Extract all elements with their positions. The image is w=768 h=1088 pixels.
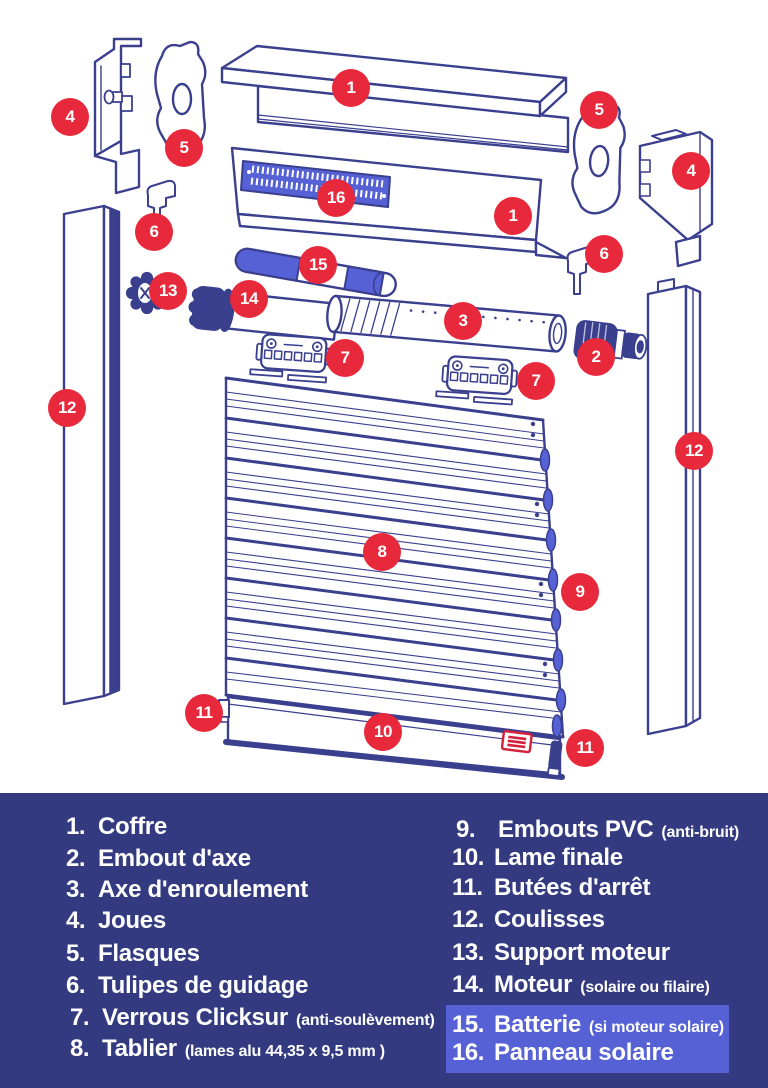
legend-label: Butées d'arrêt xyxy=(494,874,651,901)
legend-note: (si moteur solaire) xyxy=(588,1019,724,1036)
legend-label: Joues xyxy=(98,907,166,934)
tablier xyxy=(224,376,567,739)
verrou-left xyxy=(249,333,332,384)
part-badge-11b: 11 xyxy=(566,729,604,767)
legend-item-1: 1. Coffre xyxy=(66,813,175,841)
part-badge-8: 8 xyxy=(363,533,401,571)
legend-label: Coulisses xyxy=(494,906,605,933)
legend-num: 11. xyxy=(452,874,483,901)
part-badge-4b: 4 xyxy=(672,152,710,190)
part-joue-left xyxy=(93,37,143,195)
legend-item-6: 6. Tulipes de guidage xyxy=(66,972,316,1000)
verrou-right xyxy=(435,355,518,406)
part-badge-6b: 6 xyxy=(585,235,623,273)
legend-label: Support moteur xyxy=(494,939,670,966)
legend-num: 12. xyxy=(452,906,484,933)
part-badge-2: 2 xyxy=(577,338,615,376)
legend-num: 13. xyxy=(452,939,484,966)
exploded-diagram xyxy=(62,37,714,780)
legend-note: (anti-soulèvement) xyxy=(295,1012,435,1029)
legend-panel: 1. Coffre 2. Embout d'axe 3. Axe d'enrou… xyxy=(0,793,768,1088)
legend-label: Embouts PVC xyxy=(498,816,654,843)
legend-num: 3. xyxy=(66,876,86,903)
legend-item-8: 8. Tablier (lames alu 44,35 x 9,5 mm ) xyxy=(70,1035,385,1063)
legend-label: Lame finale xyxy=(494,844,623,871)
legend-item-13: 13. Support moteur xyxy=(452,939,678,967)
legend-item-7: 7. Verrous Clicksur (anti-soulèvement) xyxy=(70,1004,435,1032)
legend-num: 14. xyxy=(452,971,484,998)
part-badge-9: 9 xyxy=(561,573,599,611)
legend-item-15: 15. Batterie (si moteur solaire) xyxy=(452,1011,724,1039)
legend-item-16: 16. Panneau solaire xyxy=(452,1039,682,1067)
legend-num: 2. xyxy=(66,845,86,872)
legend-note: (solaire ou filaire) xyxy=(580,979,710,996)
legend-item-9: 9. Embouts PVC (anti-bruit) xyxy=(456,816,739,844)
part-badge-10: 10 xyxy=(364,713,402,751)
legend-label: Panneau solaire xyxy=(494,1039,674,1066)
part-badge-4a: 4 xyxy=(51,98,89,136)
part-badge-6a: 6 xyxy=(135,213,173,251)
brand-logo xyxy=(500,730,533,754)
part-coffre-lid xyxy=(220,44,570,154)
legend-label: Coffre xyxy=(98,813,167,840)
legend-item-10: 10. Lame finale xyxy=(452,844,631,872)
legend-num: 5. xyxy=(66,940,86,967)
part-badge-11a: 11 xyxy=(185,694,223,732)
part-badge-5a: 5 xyxy=(165,129,203,167)
legend-note: (anti-bruit) xyxy=(661,824,739,841)
part-flasque-right xyxy=(571,103,626,215)
legend-item-11: 11. Butées d'arrêt xyxy=(452,874,658,902)
legend-label: Axe d'enroulement xyxy=(98,876,308,903)
part-badge-16: 16 xyxy=(317,179,355,217)
part-coulisse-left xyxy=(62,204,121,706)
legend-label: Flasques xyxy=(98,940,200,967)
part-joue-right xyxy=(638,129,714,268)
legend-num: 10. xyxy=(452,844,484,871)
legend-highlight-box xyxy=(446,1005,729,1073)
butee-right xyxy=(546,740,563,777)
part-badge-12b: 12 xyxy=(675,432,713,470)
part-badge-12a: 12 xyxy=(48,389,86,427)
part-badge-7a: 7 xyxy=(326,339,364,377)
part-badge-13: 13 xyxy=(149,272,187,310)
legend-num: 6. xyxy=(66,972,86,999)
legend-num: 8. xyxy=(70,1035,90,1062)
legend-label: Embout d'axe xyxy=(98,845,251,872)
legend-label: Tulipes de guidage xyxy=(98,972,309,999)
legend-label: Moteur xyxy=(494,971,573,998)
legend-num: 9. xyxy=(456,816,476,843)
legend-num: 15. xyxy=(452,1011,484,1038)
part-badge-1b: 1 xyxy=(494,197,532,235)
embouts-pvc xyxy=(530,421,567,738)
part-badge-14: 14 xyxy=(230,280,268,318)
legend-item-2: 2. Embout d'axe xyxy=(66,845,259,873)
legend-item-3: 3. Axe d'enroulement xyxy=(66,876,316,904)
legend-num: 7. xyxy=(70,1004,90,1031)
part-badge-15: 15 xyxy=(299,246,337,284)
legend-num: 16. xyxy=(452,1039,484,1066)
legend-item-5: 5. Flasques xyxy=(66,940,208,968)
part-badge-1a: 1 xyxy=(332,69,370,107)
part-badge-7b: 7 xyxy=(517,362,555,400)
legend-item-12: 12. Coulisses xyxy=(452,906,613,934)
part-flasque-left xyxy=(154,40,207,153)
legend-label: Batterie xyxy=(494,1011,581,1038)
part-coulisse-right xyxy=(646,278,702,736)
legend-item-14: 14. Moteur (solaire ou filaire) xyxy=(452,971,710,999)
legend-num: 1. xyxy=(66,813,86,840)
legend-item-4: 4. Joues xyxy=(66,907,174,935)
part-badge-5b: 5 xyxy=(580,91,618,129)
legend-note: (lames alu 44,35 x 9,5 mm ) xyxy=(184,1043,385,1060)
part-badge-3: 3 xyxy=(444,302,482,340)
legend-label: Verrous Clicksur xyxy=(102,1004,288,1031)
legend-num: 4. xyxy=(66,907,86,934)
legend-label: Tablier xyxy=(102,1035,177,1062)
